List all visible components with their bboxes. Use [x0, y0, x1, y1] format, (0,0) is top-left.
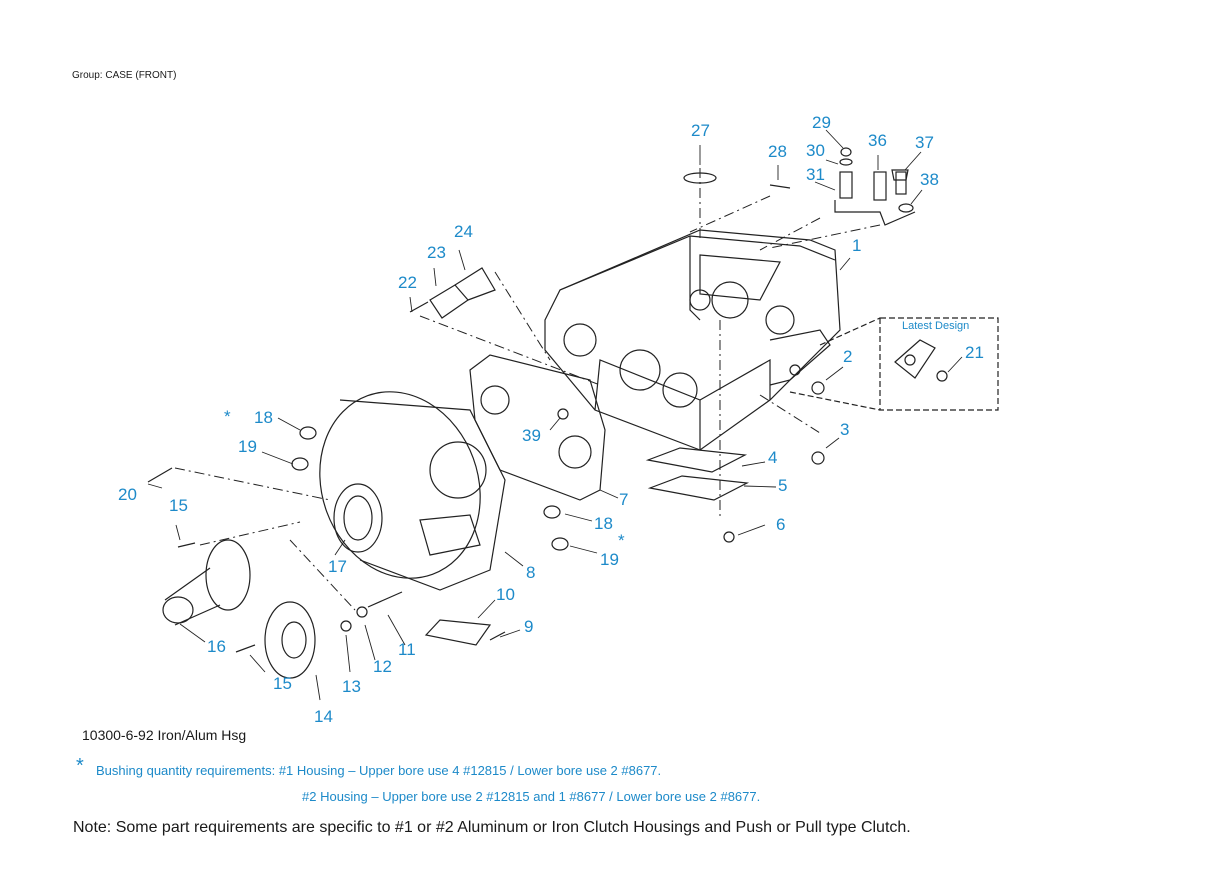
cover-10-drawing [424, 619, 492, 646]
cover-23-drawing [429, 284, 469, 319]
callout-7: 7 [619, 490, 628, 509]
line-art [147, 129, 999, 701]
hardware-bracket [834, 200, 916, 226]
bushing-note-line-1: Bushing quantity requirements: #1 Housin… [96, 763, 662, 778]
callout-36: 36 [868, 131, 887, 150]
callout-19-lower: 19 [600, 550, 619, 569]
plate-4-drawing [645, 447, 748, 473]
callout-17: 17 [328, 557, 347, 576]
callout-16: 16 [207, 637, 226, 656]
callout-14: 14 [314, 707, 333, 726]
latest-design-label: Latest Design [902, 320, 969, 332]
callout-10: 10 [496, 585, 515, 604]
leader-lines [174, 168, 881, 611]
callout-20: 20 [118, 485, 137, 504]
callout-39: 39 [522, 426, 541, 445]
asterisk-marker-lower: * [618, 531, 625, 550]
callout-29: 29 [812, 113, 831, 132]
callout-38: 38 [920, 170, 939, 189]
callout-37: 37 [915, 133, 934, 152]
callout-labels: 1 2 3 4 5 6 7 8 9 10 11 12 13 14 15 15 1… [118, 113, 984, 726]
drawing-caption: 10300-6-92 Iron/Alum Hsg [82, 727, 247, 743]
callout-pointers [147, 129, 963, 701]
asterisk-marker-upper: * [224, 407, 231, 426]
group-label: Group: CASE (FRONT) [72, 70, 177, 81]
callout-3: 3 [840, 420, 849, 439]
callout-23: 23 [427, 243, 446, 262]
callout-19-upper: 19 [238, 437, 257, 456]
callout-4: 4 [768, 448, 777, 467]
callout-1: 1 [852, 236, 861, 255]
main-case-drawing [544, 229, 841, 451]
callout-18-lower: 18 [594, 514, 613, 533]
bushing-note-line-2: #2 Housing – Upper bore use 2 #12815 and… [302, 789, 761, 804]
callout-27: 27 [691, 121, 710, 140]
bushing-asterisk: * [76, 755, 84, 777]
latest-design-lever [894, 339, 936, 379]
callout-22: 22 [398, 273, 417, 292]
callout-5: 5 [778, 476, 787, 495]
bearing-retainer-16-drawing [162, 539, 251, 626]
callout-24: 24 [454, 222, 473, 241]
footer-note: Note: Some part requirements are specifi… [73, 819, 911, 836]
callout-2: 2 [843, 347, 852, 366]
callout-15-lower: 15 [273, 674, 292, 693]
callout-12: 12 [373, 657, 392, 676]
clutch-housing-drawing [319, 391, 506, 591]
callout-13: 13 [342, 677, 361, 696]
callout-6: 6 [776, 515, 785, 534]
callout-8: 8 [526, 563, 535, 582]
callout-18-upper: 18 [254, 408, 273, 427]
callout-31: 31 [806, 165, 825, 184]
cover-24-drawing [454, 267, 496, 301]
cover-14-drawing [264, 601, 316, 679]
callout-11: 11 [398, 640, 416, 659]
latest-design-box [789, 317, 999, 411]
callout-30: 30 [806, 141, 825, 160]
seal-17-drawing [333, 483, 383, 553]
callout-28: 28 [768, 142, 787, 161]
plate-5-drawing [647, 475, 750, 501]
callout-21: 21 [965, 343, 984, 362]
callout-9: 9 [524, 617, 533, 636]
callout-15-upper: 15 [169, 496, 188, 515]
